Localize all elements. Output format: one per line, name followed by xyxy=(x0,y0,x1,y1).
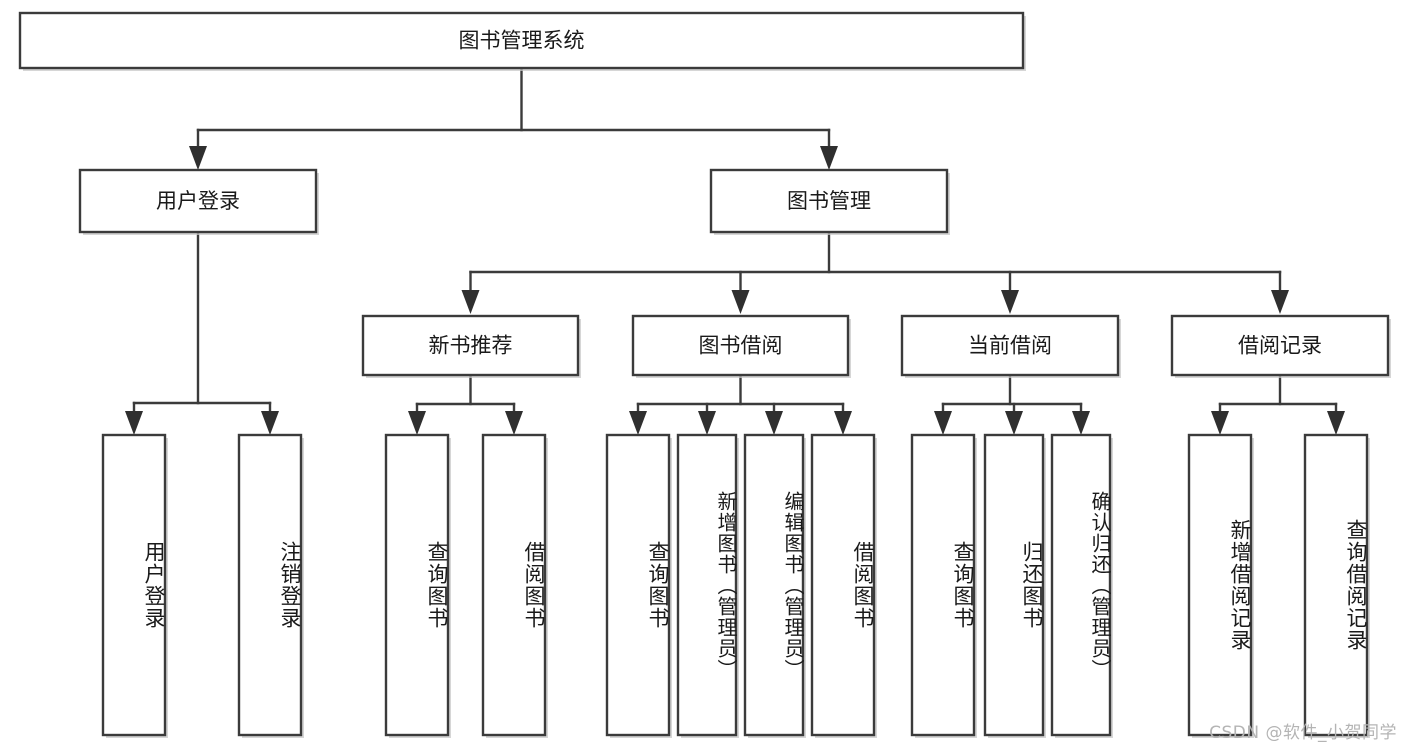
level3-box-2[interactable] xyxy=(900,314,1120,377)
leaf-box-0[interactable] xyxy=(101,433,167,737)
arrow-head-icon xyxy=(934,411,952,435)
leaf-box-11[interactable] xyxy=(1187,433,1253,737)
level3-box-3[interactable] xyxy=(1170,314,1390,377)
root-label-0: 图书管理系统 xyxy=(459,29,585,53)
arrow-head-icon xyxy=(125,411,143,435)
arrow-head-icon xyxy=(698,411,716,435)
leaf-box-9[interactable] xyxy=(983,433,1045,737)
arrow-head-icon xyxy=(261,411,279,435)
leaf-box-2[interactable] xyxy=(384,433,450,737)
level3-label-1: 图书借阅 xyxy=(699,334,783,358)
arrow-head-icon xyxy=(1211,411,1229,435)
arrow-head-icon xyxy=(461,290,480,314)
arrow-head-icon xyxy=(629,411,647,435)
level3-box-1[interactable] xyxy=(631,314,850,377)
leaf-box-5[interactable] xyxy=(676,433,738,737)
level2-box-0[interactable] xyxy=(78,168,318,234)
level2-label-0: 用户登录 xyxy=(156,189,240,213)
level3-label-3: 借阅记录 xyxy=(1238,334,1322,358)
boxes-layer xyxy=(18,11,1391,738)
arrow-head-icon xyxy=(1327,411,1345,435)
leaf-box-10[interactable] xyxy=(1050,433,1112,737)
watermark: CSDN @软件_小贺同学 xyxy=(1209,723,1397,743)
leaf-box-8[interactable] xyxy=(910,433,976,737)
level2-label-1: 图书管理 xyxy=(787,189,871,213)
arrow-head-icon xyxy=(1072,411,1090,435)
level3-label-0: 新书推荐 xyxy=(429,334,513,358)
connectors-layer xyxy=(125,66,1345,435)
leaf-box-1[interactable] xyxy=(237,433,303,737)
leaf-box-6[interactable] xyxy=(743,433,805,737)
arrow-head-icon xyxy=(765,411,783,435)
leaf-box-4[interactable] xyxy=(605,433,671,737)
level2-box-1[interactable] xyxy=(709,168,949,234)
arrow-head-icon xyxy=(189,146,207,170)
arrow-head-icon xyxy=(820,146,838,170)
arrow-head-icon xyxy=(1001,290,1019,314)
arrow-head-icon xyxy=(505,411,523,435)
leaf-box-3[interactable] xyxy=(481,433,547,737)
arrow-head-icon xyxy=(408,411,426,435)
root-box-0[interactable] xyxy=(18,11,1025,70)
arrow-head-icon xyxy=(1005,411,1023,435)
leaf-box-7[interactable] xyxy=(810,433,876,737)
leaf-box-12[interactable] xyxy=(1303,433,1369,737)
arrow-head-icon xyxy=(834,411,852,435)
arrow-head-icon xyxy=(731,290,750,314)
level3-label-2: 当前借阅 xyxy=(968,334,1052,358)
arrow-head-icon xyxy=(1271,290,1289,314)
level3-box-0[interactable] xyxy=(361,314,580,377)
